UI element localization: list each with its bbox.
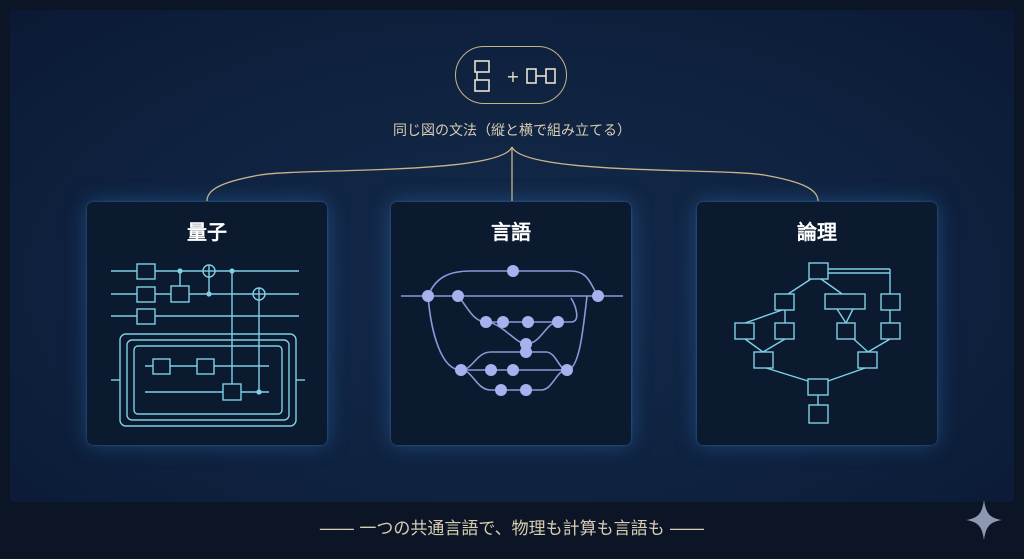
- panel-title-language: 言語: [491, 220, 531, 244]
- panel-title-logic: 論理: [797, 220, 837, 244]
- panel-language: 言語: [391, 202, 631, 445]
- grammar-caption: 同じ図の文法（縦と横で組み立てる）: [393, 123, 631, 139]
- footer-tagline: ―― 一つの共通言語で、物理も計算も言語も ――: [319, 519, 705, 539]
- language-graph-diagram: [401, 265, 623, 396]
- logic-tree-diagram: [734, 262, 901, 424]
- quantum-circuit-diagram: [111, 263, 305, 427]
- badge-plus: +: [506, 67, 519, 86]
- sparkle-icon: [966, 500, 1002, 540]
- grammar-badge: +: [455, 46, 567, 104]
- panel-quantum: 量子: [87, 202, 327, 445]
- panel-logic: 論理: [697, 202, 937, 445]
- block-grammar-icon: +: [474, 60, 556, 92]
- panel-title-quantum: 量子: [187, 220, 227, 244]
